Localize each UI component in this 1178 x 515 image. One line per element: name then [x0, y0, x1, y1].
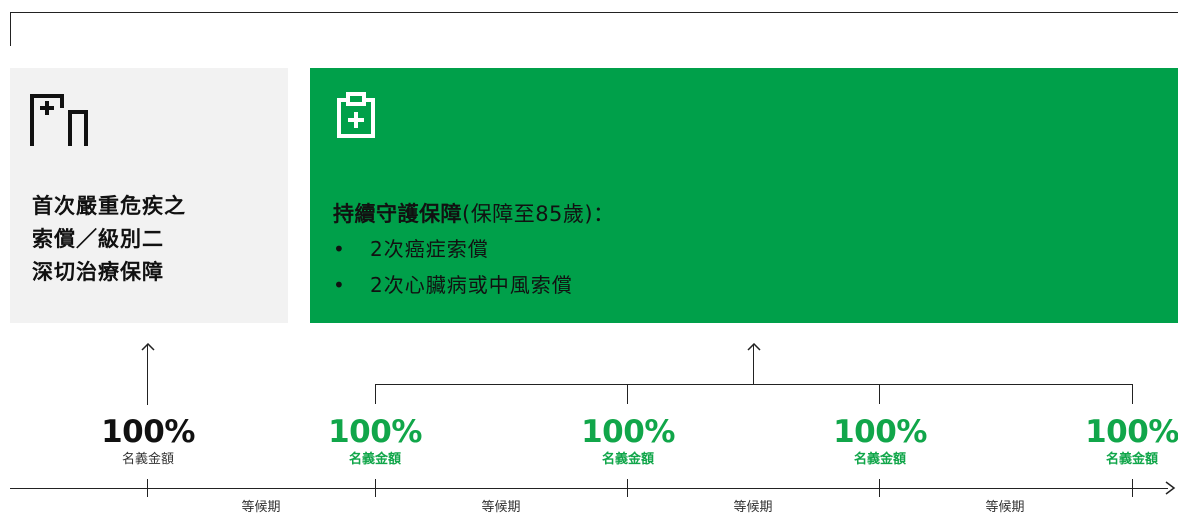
amount-fourth: 100% 名義金額 — [820, 414, 940, 470]
title-line: 深切治療保障 — [32, 260, 164, 284]
hospital-icon — [30, 94, 88, 146]
waiting-period-label: 等候期 — [985, 500, 1025, 515]
bracket-tick — [879, 384, 880, 404]
timeline-tick — [1132, 479, 1133, 497]
list-item: • 2次癌症索償 — [333, 231, 573, 267]
heading-rest: (保障至85歲)： — [462, 202, 615, 226]
connector-line — [753, 345, 754, 384]
top-bracket-line — [10, 12, 1178, 13]
amount-fifth: 100% 名義金額 — [1072, 414, 1178, 470]
first-claim-title: 首次嚴重危疾之 索償／級別二 深切治療保障 — [32, 190, 272, 289]
timeline-tick — [147, 479, 148, 497]
bullet-icon: • — [333, 273, 346, 297]
amount-percent: 100% — [833, 414, 927, 450]
amount-label: 名義金額 — [348, 452, 401, 467]
bullet-icon: • — [333, 237, 346, 261]
waiting-period-label: 等候期 — [481, 500, 521, 515]
bracket-line — [375, 384, 1133, 385]
top-bracket-tick — [10, 12, 11, 46]
bracket-tick — [627, 384, 628, 404]
amount-label: 名義金額 — [853, 452, 906, 467]
medical-clipboard-icon — [337, 92, 375, 138]
list-item: • 2次心臟病或中風索償 — [333, 267, 573, 303]
timeline-tick — [375, 479, 376, 497]
amount-first: 100% 名義金額 — [88, 414, 208, 470]
amount-third: 100% 名義金額 — [568, 414, 688, 470]
amount-second: 100% 名義金額 — [315, 414, 435, 470]
arrow-up-icon — [747, 343, 761, 351]
title-line: 首次嚴重危疾之 — [32, 194, 186, 218]
amount-percent: 100% — [1085, 414, 1178, 450]
amount-label: 名義金額 — [601, 452, 654, 467]
arrow-up-icon — [141, 343, 155, 351]
timeline-tick — [627, 479, 628, 497]
bullet-text: 2次癌症索償 — [370, 237, 489, 261]
continued-protection-heading: 持續守護保障(保障至85歲)： — [333, 200, 615, 228]
timeline-tick — [879, 479, 880, 497]
bracket-tick — [375, 384, 376, 404]
waiting-period-label: 等候期 — [241, 500, 281, 515]
title-line: 索償／級別二 — [32, 227, 164, 251]
continued-protection-card — [310, 68, 1178, 323]
amount-percent: 100% — [581, 414, 675, 450]
waiting-period-label: 等候期 — [733, 500, 773, 515]
amount-percent: 100% — [101, 414, 195, 450]
amount-label: 名義金額 — [1105, 452, 1158, 467]
bullet-text: 2次心臟病或中風索償 — [370, 273, 573, 297]
connector-line — [147, 345, 148, 405]
amount-label: 名義金額 — [121, 452, 174, 467]
heading-bold: 持續守護保障 — [333, 202, 462, 226]
amount-percent: 100% — [328, 414, 422, 450]
chevron-right-icon — [1165, 481, 1176, 495]
timeline-axis — [10, 488, 1168, 489]
first-claim-card — [10, 68, 288, 323]
bracket-tick — [1132, 384, 1133, 404]
protection-bullet-list: • 2次癌症索償 • 2次心臟病或中風索償 — [333, 231, 573, 303]
